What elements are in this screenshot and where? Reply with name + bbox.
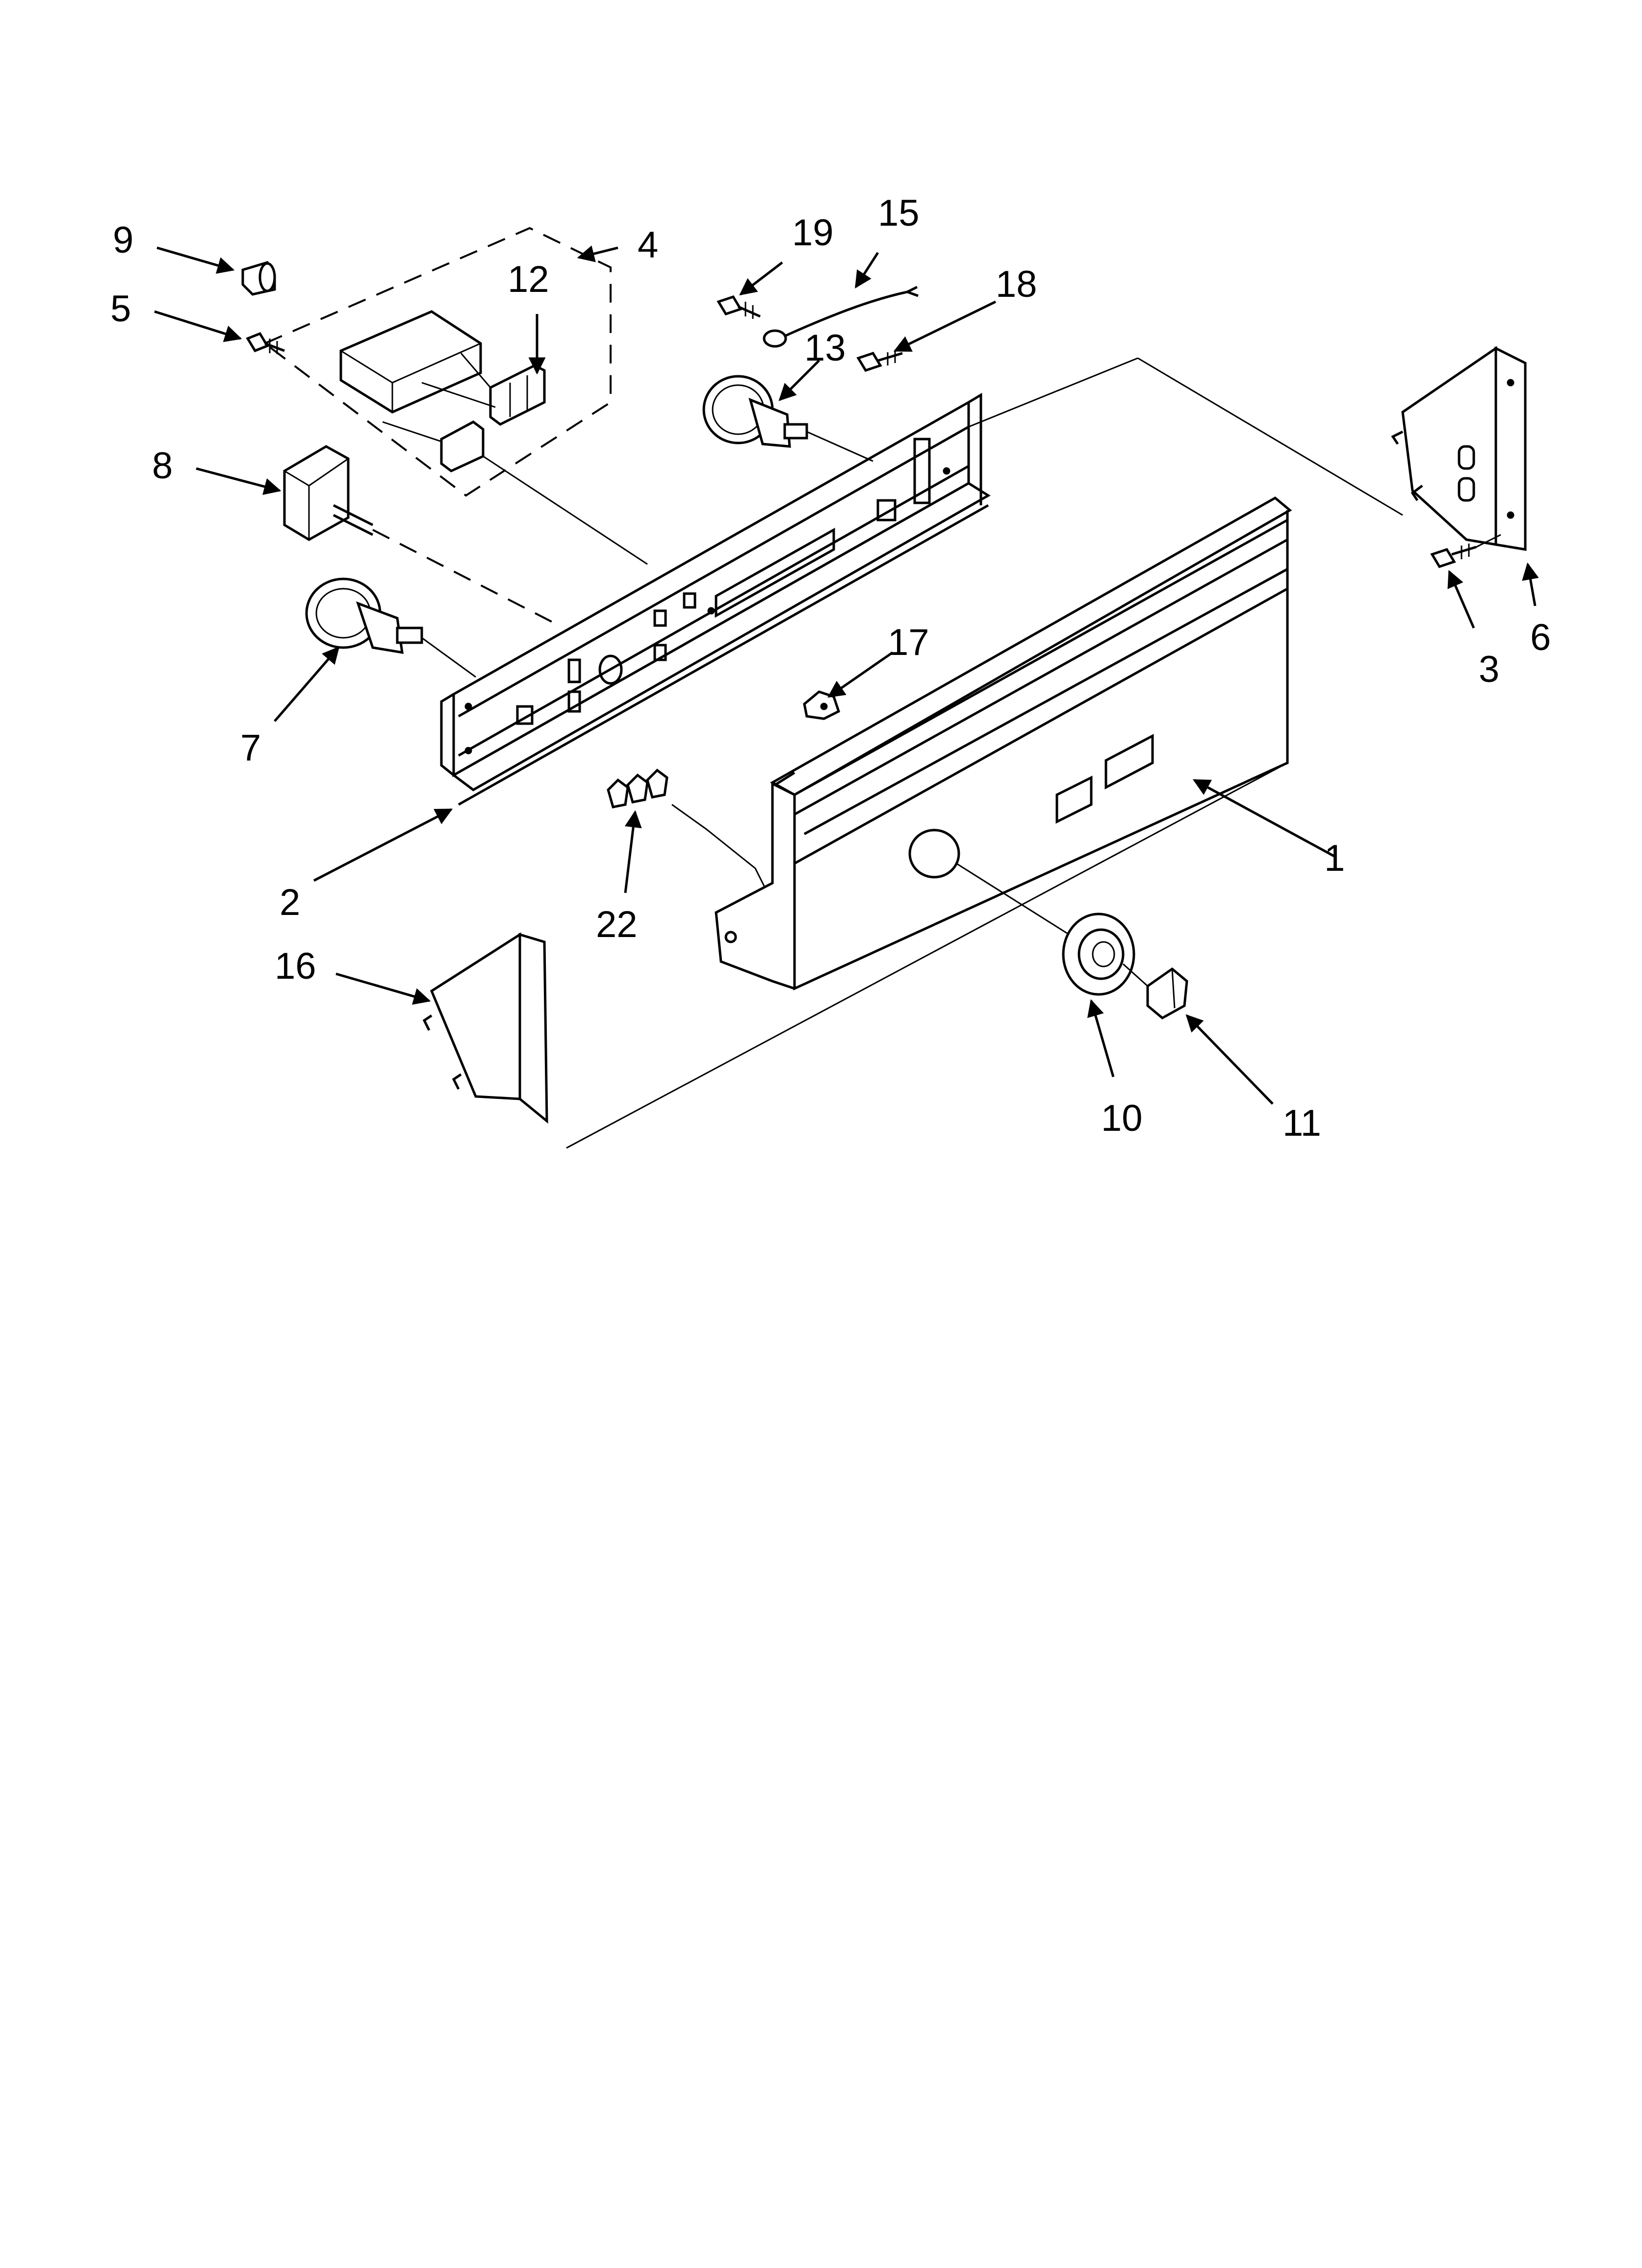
ground-wire-15 <box>763 286 919 348</box>
module-8 <box>283 445 560 626</box>
callout-18: 18 <box>996 263 1037 305</box>
callout-3: 3 <box>1479 649 1499 690</box>
screw-19 <box>717 295 761 319</box>
callout-15: 15 <box>878 192 920 234</box>
screw-5 <box>246 332 285 354</box>
control-assembly-box <box>264 227 648 565</box>
callout-5: 5 <box>110 288 131 330</box>
clips-22 <box>607 768 766 888</box>
switch-7 <box>305 577 476 678</box>
screw-3 <box>1430 534 1501 569</box>
callout-13: 13 <box>804 327 846 369</box>
callout-6: 6 <box>1530 617 1551 658</box>
console-front-panel <box>566 357 1403 1149</box>
callout-2: 2 <box>280 882 300 923</box>
console-back-panel <box>440 392 991 806</box>
clip-17 <box>803 690 841 720</box>
callout-12: 12 <box>508 259 549 300</box>
cap-9 <box>241 261 276 296</box>
callout-16: 16 <box>275 945 316 987</box>
knob-bezel-10 <box>956 862 1135 996</box>
knob-11 <box>1122 963 1188 1020</box>
callout-4: 4 <box>638 224 658 266</box>
callout-11: 11 <box>1283 1102 1321 1144</box>
right-end-cap <box>1391 346 1527 551</box>
callout-7: 7 <box>240 727 261 769</box>
leader-arrows <box>154 245 1539 1105</box>
callout-labels: 1 2 3 4 5 6 7 8 9 10 11 12 13 15 16 17 1… <box>110 192 1551 1144</box>
screw-18 <box>856 351 903 372</box>
callout-22: 22 <box>596 904 638 945</box>
callout-17: 17 <box>888 622 929 663</box>
callout-10: 10 <box>1101 1097 1143 1139</box>
callout-8: 8 <box>152 445 173 487</box>
callout-19: 19 <box>792 212 834 254</box>
callout-1: 1 <box>1324 837 1345 879</box>
switch-13 <box>702 375 873 462</box>
left-end-cap <box>422 932 548 1124</box>
callout-9: 9 <box>113 219 133 261</box>
